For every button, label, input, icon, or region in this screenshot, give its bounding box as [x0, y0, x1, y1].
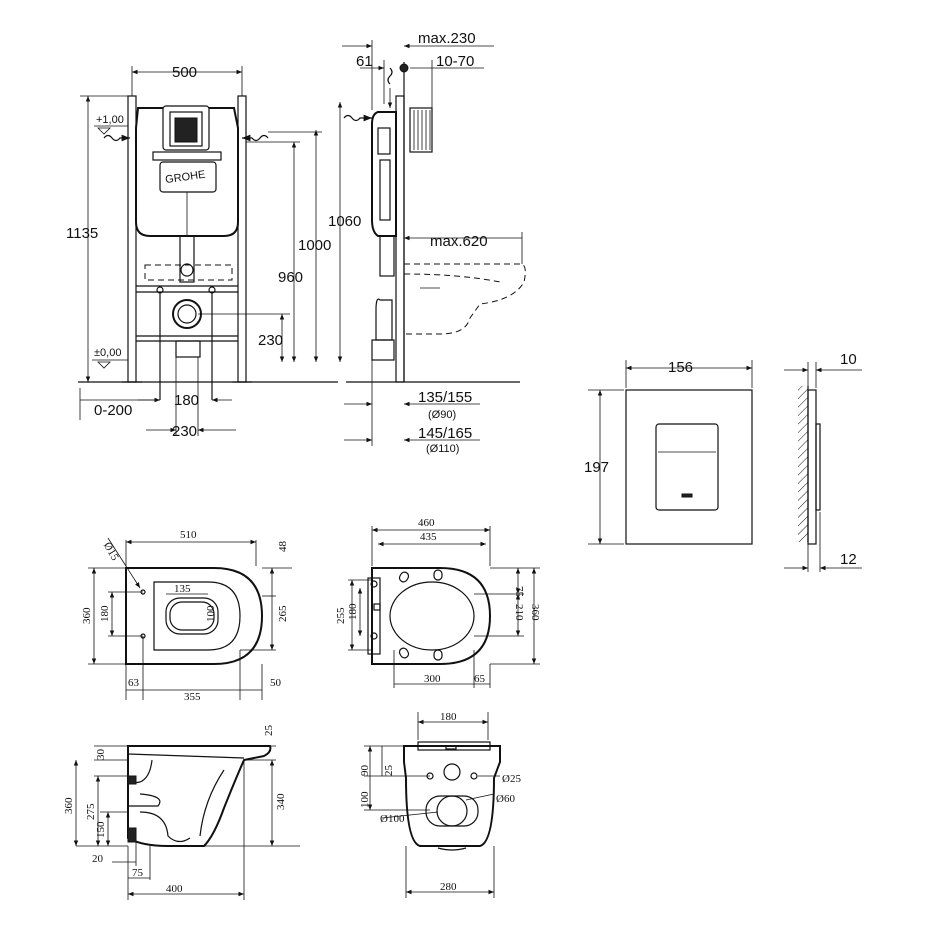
flush-plate-side [409, 107, 433, 153]
label-25-front: 25 [383, 765, 395, 777]
label-156: 156 [668, 359, 693, 376]
outlet-pipe [172, 299, 202, 329]
outlet-circle [436, 795, 468, 827]
bowl-outline-side-dashed [404, 263, 526, 335]
label-300: 300 [424, 673, 441, 685]
flush-plate-side-view: 10 12 [784, 351, 862, 572]
label-63: 63 [128, 677, 140, 689]
label-230-bottom: 230 [172, 423, 197, 440]
label-500: 500 [172, 64, 197, 81]
label-100-front: 100 [359, 791, 371, 808]
label-o100: Ø100 [380, 813, 405, 825]
label-50-top: 50 [270, 677, 282, 689]
bowl-side-outline [127, 745, 272, 847]
label-12-plate: 12 [840, 551, 857, 568]
label-max620: max.620 [430, 233, 488, 250]
label-360-top: 360 [81, 607, 93, 624]
label-435: 435 [420, 531, 437, 543]
label-75-seat: 75 [513, 586, 525, 598]
bowl-side-view: 30 25 360 275 150 340 20 75 400 [63, 725, 300, 900]
label-180-front: 180 [440, 711, 457, 723]
cistern [135, 107, 239, 237]
bowl-front-outline [403, 745, 501, 847]
label-210-seat: 210 [513, 604, 525, 621]
label-100-top: 100 [205, 605, 217, 622]
brand-logo-text: GROHE [165, 169, 207, 186]
label-150: 150 [95, 821, 107, 838]
label-135-top: 135 [174, 583, 191, 595]
label-1060: 1060 [328, 213, 361, 230]
label-75-side: 75 [132, 867, 144, 879]
side-cistern [371, 111, 397, 237]
frame-front-view: GROHE 500 1135 +1,00 ±0,00 [66, 64, 361, 440]
label-360-side: 360 [63, 797, 75, 814]
label-d90: (Ø90) [428, 409, 456, 421]
flush-plate-outline [625, 389, 753, 545]
flush-plate-front: 156 197 [584, 359, 753, 545]
label-275: 275 [85, 803, 97, 820]
label-level-top: +1,00 [96, 114, 124, 126]
seat-top-view: 460 435 255 180 75 210 360 300 65 [335, 517, 541, 688]
bowl-outline-dashed [144, 264, 233, 281]
label-510: 510 [180, 529, 197, 541]
label-20: 20 [92, 853, 104, 865]
label-180-seat: 180 [347, 603, 359, 620]
label-180-bottom: 180 [174, 392, 199, 409]
label-1000: 1000 [298, 237, 331, 254]
label-o60: Ø60 [496, 793, 515, 805]
label-48: 48 [277, 541, 289, 553]
label-460: 460 [418, 517, 435, 529]
label-25-side: 25 [263, 725, 275, 737]
label-230-height: 230 [258, 332, 283, 349]
label-255: 255 [335, 607, 347, 624]
left-post [127, 95, 137, 383]
bowl-front-view: 180 90 25 100 Ø25 Ø60 Ø100 280 [359, 711, 521, 898]
seat-opening [389, 581, 475, 651]
label-max230: max.230 [418, 30, 476, 47]
label-o25: Ø25 [502, 773, 521, 785]
label-61: 61 [356, 53, 373, 70]
label-280: 280 [440, 881, 457, 893]
label-400: 400 [166, 883, 183, 895]
label-90-front: 90 [359, 765, 371, 777]
flush-button [655, 423, 719, 511]
label-d110: (Ø110) [426, 443, 459, 455]
label-265-top: 265 [277, 605, 289, 622]
label-197: 197 [584, 459, 609, 476]
bowl-top-outline [125, 567, 264, 665]
seat-outline [371, 567, 492, 665]
label-30: 30 [95, 749, 107, 761]
label-360-seat: 360 [529, 604, 541, 621]
label-960: 960 [278, 269, 303, 286]
label-340: 340 [275, 793, 287, 810]
label-180-top: 180 [99, 605, 111, 622]
bowl-top-view: 510 Ø15 48 360 180 135 100 265 63 355 50 [81, 529, 292, 703]
label-d15: Ø15 [101, 540, 121, 563]
water-inlet [443, 763, 461, 781]
label-145-165: 145/165 [418, 425, 472, 442]
label-1135: 1135 [66, 225, 98, 242]
bowl-top-inner [165, 597, 219, 635]
label-65: 65 [474, 673, 486, 685]
right-post [237, 95, 247, 383]
label-0-200: 0-200 [94, 402, 132, 419]
label-135-155: 135/155 [418, 389, 472, 406]
label-10-70: 10-70 [436, 53, 474, 70]
frame-side-view: max.230 61 10-70 max.620 135/155 (Ø90) 1… [342, 30, 526, 455]
label-level-floor: ±0,00 [94, 347, 121, 359]
label-10-plate: 10 [840, 351, 857, 368]
label-355: 355 [184, 691, 201, 703]
